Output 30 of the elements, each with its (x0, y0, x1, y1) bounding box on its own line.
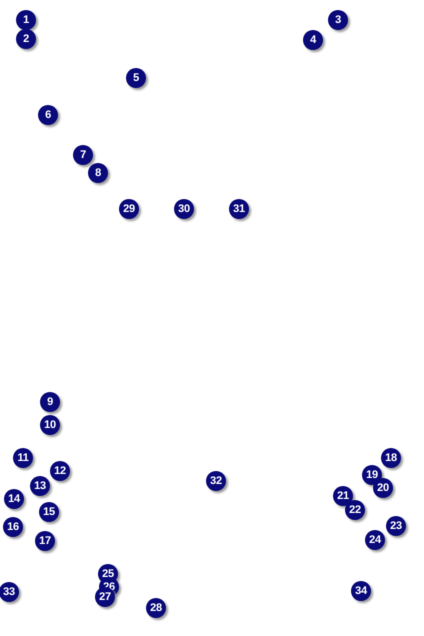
callout-number: 24 (365, 530, 385, 550)
callout-number: 31 (229, 199, 249, 219)
callout-number: 5 (126, 68, 146, 88)
callout-number: 11 (13, 448, 33, 468)
callout-number: 30 (174, 199, 194, 219)
callout-number: 12 (50, 461, 70, 481)
callout-number: 18 (381, 448, 401, 468)
callout-number: 10 (40, 415, 60, 435)
callout-number: 9 (40, 392, 60, 412)
callout-number: 32 (206, 471, 226, 491)
callout-number: 29 (119, 199, 139, 219)
callout-number: 16 (3, 517, 23, 537)
callout-number: 17 (35, 531, 55, 551)
callout-number: 33 (0, 582, 19, 602)
callout-number: 3 (328, 10, 348, 30)
callout-number: 4 (303, 30, 323, 50)
callout-number: 22 (345, 500, 365, 520)
callout-number: 23 (386, 516, 406, 536)
callout-number: 20 (373, 478, 393, 498)
callout-number: 7 (73, 145, 93, 165)
callout-number: 2 (16, 29, 36, 49)
callout-number: 15 (39, 502, 59, 522)
callout-number: 28 (146, 598, 166, 618)
callout-number: 8 (88, 163, 108, 183)
callout-number: 21 (333, 486, 353, 506)
callout-number: 13 (30, 476, 50, 496)
callout-number: 14 (4, 489, 24, 509)
callout-number: 1 (16, 10, 36, 30)
callout-number: 6 (38, 105, 58, 125)
callout-number: 34 (351, 581, 371, 601)
